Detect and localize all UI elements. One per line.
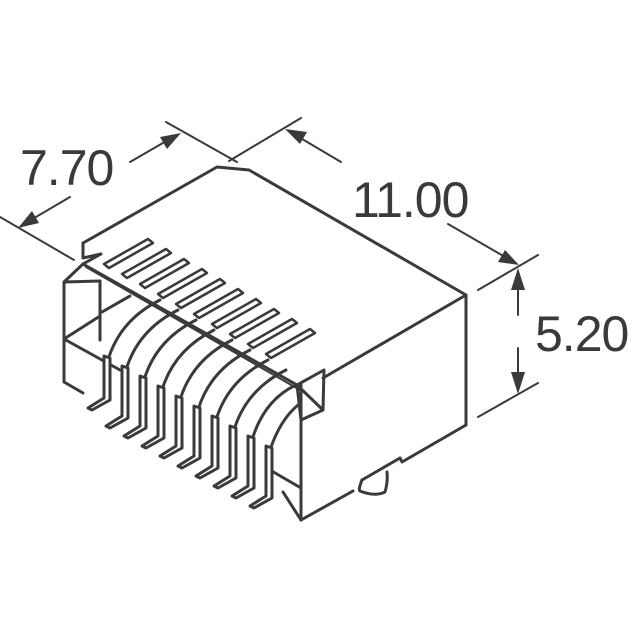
dimension-depth-label: 7.70: [20, 140, 114, 196]
dimension-length: [228, 117, 539, 291]
contact-slots: [102, 237, 317, 360]
dimension-depth: [0, 121, 238, 261]
contact-arcs: [106, 298, 300, 452]
dimension-height: [477, 268, 539, 418]
smt-pins: [86, 354, 274, 510]
dimension-length-label: 11.00: [352, 172, 469, 228]
dimension-height-label: 5.20: [535, 306, 629, 362]
